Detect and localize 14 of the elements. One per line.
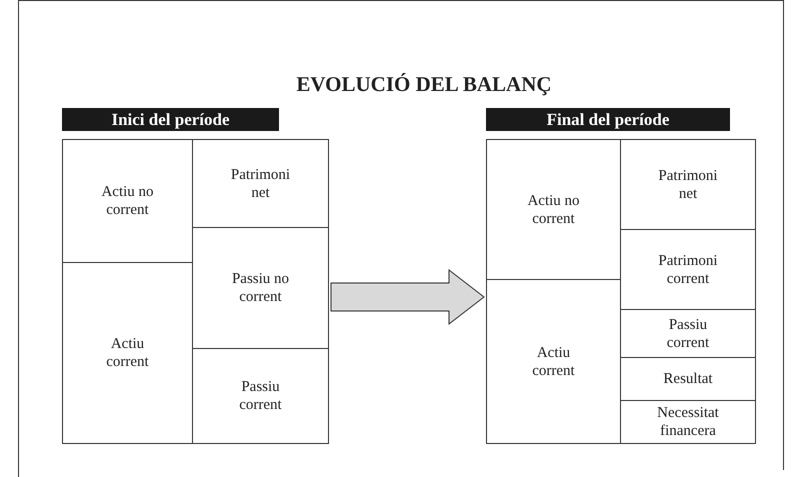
panel-heading: Inici del període [62, 108, 279, 131]
balance-panel [62, 108, 329, 444]
balance-item: Patrimoni net [192, 139, 329, 228]
balance-item: Actiu corrent [486, 279, 621, 444]
title: EVOLUCIÓ DEL BALANÇ [295, 72, 553, 97]
balance-item: Actiu corrent [62, 262, 193, 444]
balance-item: Necessitat financera [620, 400, 756, 444]
balance-item: Patrimoni net [620, 139, 756, 230]
balance-item: Actiu no corrent [62, 139, 193, 263]
balance-item: Passiu corrent [192, 348, 329, 444]
panel-heading: Final del període [486, 108, 730, 131]
block-arrow [330, 268, 485, 326]
balance-item: Actiu no corrent [486, 139, 621, 280]
balance-panel [486, 108, 756, 444]
